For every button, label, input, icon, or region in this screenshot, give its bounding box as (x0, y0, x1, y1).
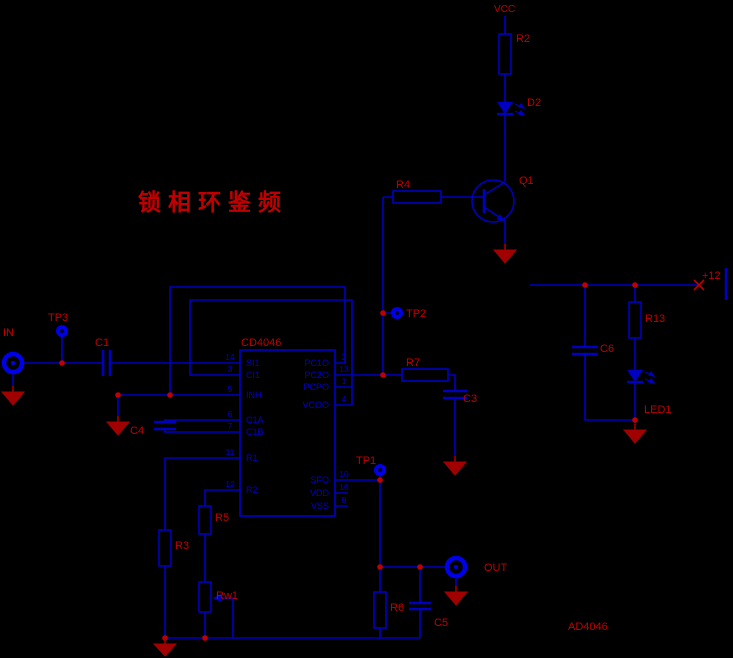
resistor-r2[interactable] (498, 33, 512, 75)
pin-number: 4 (342, 394, 347, 404)
resistor-r13[interactable] (628, 301, 642, 339)
r6-label[interactable]: R6 (390, 602, 404, 614)
ic-designator-label: CD4046 (241, 337, 281, 349)
r5-label[interactable]: R5 (215, 512, 229, 524)
pin-name: C1B (246, 427, 264, 437)
resistor-r6[interactable] (373, 591, 387, 629)
resistor-r5[interactable] (198, 505, 212, 535)
led-emission-arrows-icon (514, 102, 526, 116)
rw1-label[interactable]: Rw1 (216, 590, 238, 602)
d2-label[interactable]: D2 (527, 97, 541, 109)
capacitor-c6[interactable] (572, 345, 598, 356)
pin-name: VDD (310, 488, 330, 498)
sheet-annotation: AD4046 (568, 621, 608, 633)
power-port-icon[interactable] (693, 279, 705, 291)
pin-number: 2 (342, 352, 347, 362)
capacitor-c5[interactable] (409, 601, 431, 611)
pin-name: C1A (246, 415, 264, 425)
pin-number: 16 (339, 482, 349, 492)
ground-icon (105, 416, 131, 436)
test-point-tp2[interactable] (391, 307, 403, 319)
pin-name: PC1O (304, 358, 329, 368)
potentiometer-rw1[interactable] (198, 581, 212, 613)
connector-in[interactable] (1, 351, 25, 375)
c6-label[interactable]: C6 (600, 343, 614, 355)
q1-label[interactable]: Q1 (519, 175, 534, 187)
pin-number: 10 (339, 469, 349, 479)
wire-12v-rail[interactable] (530, 284, 700, 424)
ground-icon (492, 244, 518, 264)
pin-number: 8 (342, 495, 347, 505)
ground-icon (443, 586, 469, 606)
wire-bias-network[interactable] (164, 419, 420, 639)
tp1-label[interactable]: TP1 (356, 455, 376, 467)
pin-name: INH (246, 390, 262, 400)
pin-number: 11 (226, 447, 235, 457)
vcc-label: VCC (494, 4, 515, 15)
c5-label[interactable]: C5 (434, 617, 448, 629)
r7-label[interactable]: R7 (406, 357, 420, 369)
r3-label[interactable]: R3 (175, 540, 189, 552)
junction-dots (59, 282, 638, 641)
pin-name: CI1 (246, 370, 260, 380)
pin-name: R2 (246, 485, 258, 495)
pin-number: 14 (225, 352, 235, 362)
wire-output-net[interactable] (335, 476, 457, 638)
ground-icon (152, 638, 178, 657)
ground-symbols (0, 244, 648, 657)
led-d2[interactable] (497, 102, 526, 116)
rail-12v-label: +12 (702, 270, 721, 282)
resistor-r4[interactable] (392, 190, 442, 204)
resistor-r7[interactable] (401, 368, 449, 382)
pin-name: VCOO (302, 400, 329, 410)
tp3-label[interactable]: TP3 (48, 312, 68, 324)
pin-number: 1 (342, 376, 347, 386)
ground-icon (622, 424, 648, 444)
ground-icon (442, 456, 468, 476)
wire-vco-base-net[interactable] (335, 196, 484, 456)
transistor-q1[interactable] (471, 179, 515, 223)
c4-label[interactable]: C4 (130, 425, 144, 437)
connector-out[interactable] (444, 555, 468, 579)
ic-cd4046[interactable]: CD4046 14 3 5 6 7 11 12 SI1 CI1 INH C1A … (225, 337, 349, 517)
emitter-arrow-icon (496, 214, 505, 221)
c1-label[interactable]: C1 (95, 337, 109, 349)
pin-number: 6 (228, 409, 233, 419)
pin-name: SI1 (246, 358, 260, 368)
in-label: IN (3, 327, 14, 339)
pin-name: PC2O (304, 370, 329, 380)
pin-number: 5 (228, 384, 233, 394)
r4-label[interactable]: R4 (396, 179, 410, 191)
c3-label[interactable]: C3 (463, 393, 477, 405)
test-point-tp3[interactable] (56, 325, 68, 337)
test-point-tp1[interactable] (374, 464, 386, 476)
pin-number: 13 (339, 364, 349, 374)
out-label: OUT (484, 562, 508, 574)
page-title: 锁相环鉴频 (138, 189, 288, 215)
pin-name: R1 (246, 453, 258, 463)
led-emission-arrows-icon (644, 370, 656, 384)
wire-feedback-loops[interactable] (117, 286, 353, 416)
capacitor-c1[interactable] (101, 350, 112, 376)
capacitor-c4[interactable] (154, 420, 176, 431)
ground-icon (0, 386, 26, 406)
capacitor-c3[interactable] (443, 389, 467, 400)
pin-name: SFO (310, 475, 329, 485)
r13-label[interactable]: R13 (645, 313, 665, 325)
pin-number: 7 (228, 421, 233, 431)
pin-number: 12 (225, 479, 235, 489)
r2-label[interactable]: R2 (516, 33, 530, 45)
pin-name: VSS (311, 501, 329, 511)
led-led1[interactable] (627, 370, 656, 384)
wiper-arrow-icon (213, 594, 221, 602)
pin-name: PCPO (303, 382, 329, 392)
resistor-r3[interactable] (158, 529, 172, 567)
led1-label[interactable]: LED1 (644, 404, 672, 416)
tp2-label[interactable]: TP2 (406, 308, 426, 320)
ic-body[interactable] (239, 349, 336, 517)
pin-number: 3 (228, 364, 233, 374)
